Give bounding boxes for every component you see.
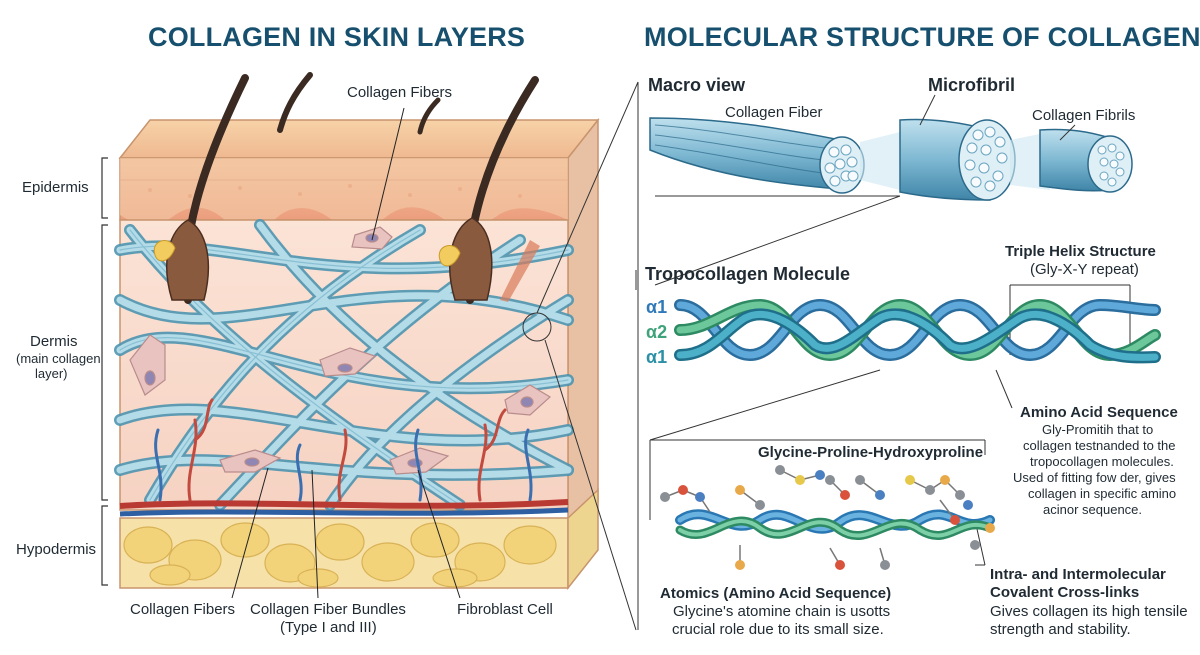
tropocollagen-label: Tropocollagen Molecule bbox=[645, 264, 851, 284]
triple-helix-sub: (Gly-X-Y repeat) bbox=[1030, 261, 1139, 278]
dermis-label: Dermis bbox=[30, 333, 78, 350]
atomics-line-2: crucial role due to its small size. bbox=[672, 621, 884, 638]
crosslinks-title-1: Intra- and Intermolecular bbox=[990, 566, 1166, 583]
crosslinks-line-1: Gives collagen its high tensile bbox=[990, 603, 1188, 620]
triple-helix-title: Triple Helix Structure bbox=[1005, 243, 1156, 260]
zoom-connector bbox=[522, 81, 639, 631]
atomics-line-1: Glycine's atomine chain is usotts bbox=[673, 603, 891, 620]
gpo-label: Glycine-Proline-Hydroxyproline bbox=[758, 444, 984, 461]
microfibril-label: Microfibril bbox=[928, 75, 1016, 95]
hair-follicles bbox=[153, 72, 540, 304]
epidermis-label: Epidermis bbox=[22, 179, 89, 196]
collagen-fibers-top-label: Collagen Fibers bbox=[347, 84, 453, 101]
bundles-label-1: Collagen Fiber Bundles bbox=[250, 601, 406, 618]
skin-leader-lines bbox=[231, 107, 461, 599]
amino-acid-line-6: acinor sequence. bbox=[1043, 502, 1143, 517]
macro-view-label: Macro view bbox=[648, 75, 746, 95]
left-title: COLLAGEN IN SKIN LAYERS bbox=[148, 22, 526, 52]
fibroblast-cells bbox=[129, 226, 552, 475]
collagen-fibers-bottom-label: Collagen Fibers bbox=[130, 601, 236, 618]
amino-acid-line-3: tropocollagen molecules. bbox=[1030, 454, 1174, 469]
chain-alpha2: α2 bbox=[646, 322, 668, 342]
amino-acid-line-1: Gly-Promitih that to bbox=[1042, 422, 1154, 437]
dermis-note-2: layer) bbox=[35, 366, 68, 381]
chain-alpha1-a: α1 bbox=[646, 297, 668, 317]
capillaries bbox=[154, 398, 533, 502]
chain-alpha1-b: α1 bbox=[646, 347, 668, 367]
bundles-label-2: (Type I and III) bbox=[280, 619, 377, 636]
dermis-note-1: (main collagen bbox=[16, 351, 101, 366]
amino-acid-line-4: Used of fitting fow der, gives bbox=[1013, 470, 1176, 485]
triple-helix bbox=[674, 298, 1161, 364]
atoms bbox=[660, 465, 995, 570]
collagen-fibrils-label: Collagen Fibrils bbox=[1032, 107, 1136, 124]
macro-collagen-fiber bbox=[649, 117, 1133, 201]
amino-acid-line-5: collagen in specific amino bbox=[1028, 486, 1177, 501]
crosslinks-line-2: strength and stability. bbox=[990, 621, 1131, 638]
epidermis-layer bbox=[119, 157, 569, 229]
amino-acid-title: Amino Acid Sequence bbox=[1020, 404, 1178, 421]
right-title: MOLECULAR STRUCTURE OF COLLAGEN bbox=[644, 22, 1200, 52]
crosslinks-title-2: Covalent Cross-links bbox=[990, 584, 1140, 601]
layer-brackets bbox=[101, 157, 108, 586]
atomics-title: Atomics (Amino Acid Sequence) bbox=[660, 585, 892, 602]
hypodermis-label: Hypodermis bbox=[16, 541, 97, 558]
blood-vessels bbox=[119, 499, 569, 517]
collagen-fiber-label: Collagen Fiber bbox=[725, 104, 823, 121]
amino-acid-line-2: collagen testnanded to the bbox=[1023, 438, 1176, 453]
fibroblast-label: Fibroblast Cell bbox=[457, 601, 553, 618]
hypodermis-layer bbox=[119, 488, 599, 591]
amino-acid-helix bbox=[675, 509, 995, 541]
